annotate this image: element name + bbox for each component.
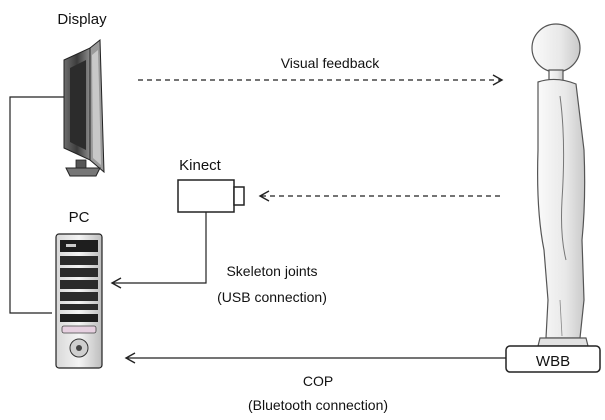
desktop-tower-icon	[55, 233, 103, 369]
monitor-icon	[63, 38, 105, 177]
skeleton-joints-label: Skeleton joints	[226, 263, 317, 279]
standing-person-icon	[531, 23, 589, 347]
visual-feedback-label: Visual feedback	[281, 55, 381, 71]
display-pc-cable	[9, 96, 64, 314]
skeleton-joints-arrow	[110, 212, 207, 289]
wbb-label: WBB	[536, 353, 570, 370]
display-label: Display	[57, 11, 107, 28]
depth-camera-icon	[177, 179, 245, 213]
cop-label: COP	[303, 373, 333, 389]
pc-label: PC	[69, 209, 90, 226]
kinect-label: Kinect	[179, 157, 222, 174]
balance-board-icon	[505, 345, 601, 373]
bluetooth-connection-label: (Bluetooth connection)	[248, 397, 388, 413]
usb-connection-label: (USB connection)	[217, 289, 327, 305]
